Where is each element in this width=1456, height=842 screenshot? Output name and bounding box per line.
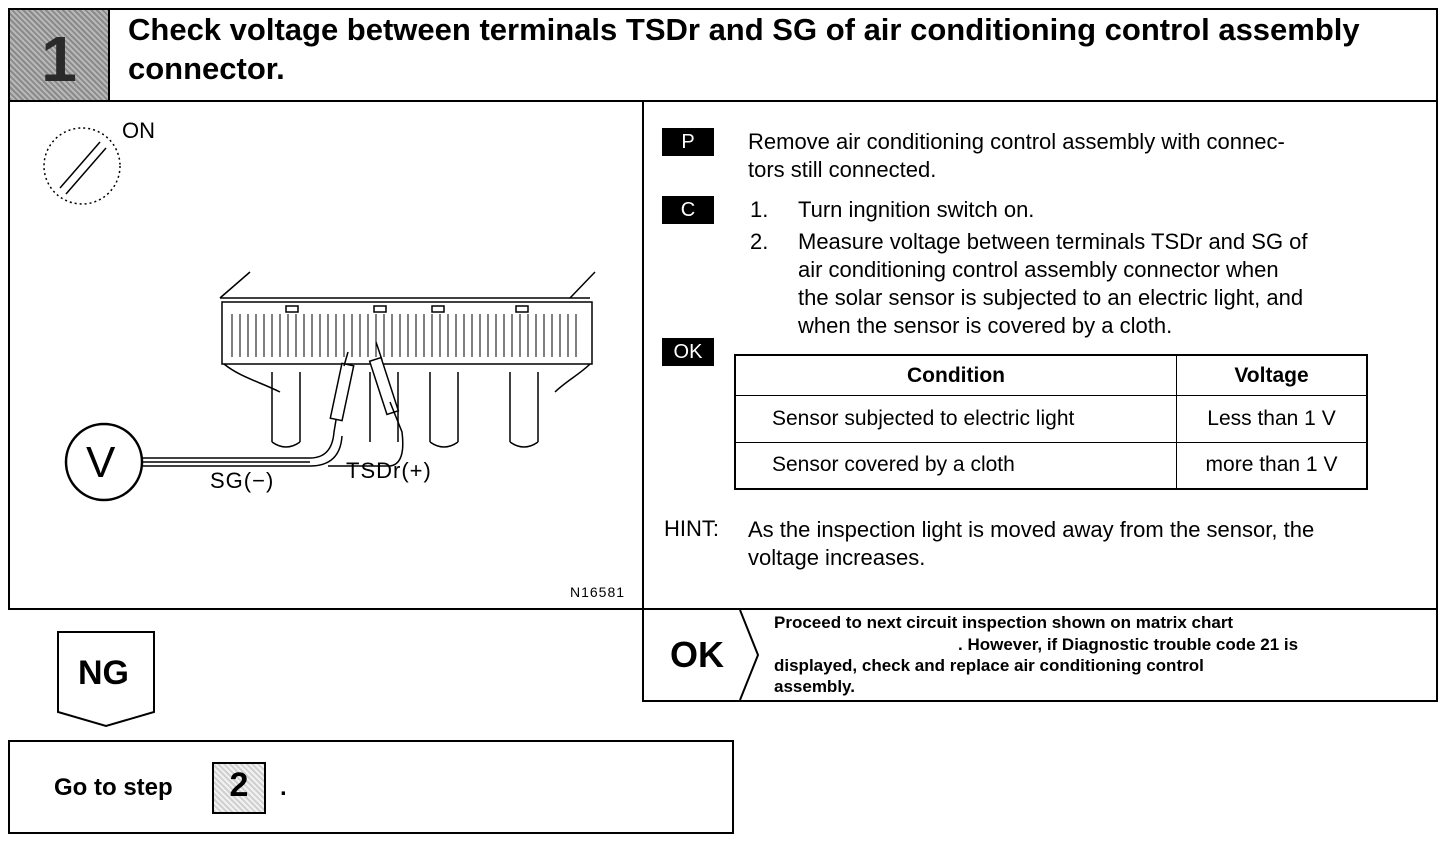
- figure-code: N16581: [570, 584, 626, 600]
- ok-result-line-2: . However, if Diagnostic trouble code 21…: [958, 635, 1299, 654]
- ok-result-box: [642, 608, 1438, 702]
- row-2-voltage: more than 1 V: [1176, 441, 1368, 490]
- step-2-line-3: the solar sensor is subjected to an elec…: [798, 285, 1304, 310]
- goto-step-number[interactable]: 2: [229, 766, 249, 804]
- step-1-number: 1.: [750, 197, 769, 222]
- connector-diagram: [43, 127, 596, 502]
- ng-badge-icon: [57, 631, 155, 728]
- step-title: Check voltage between terminals TSDr and…: [128, 12, 1360, 86]
- probe-negative-label: SG(−): [210, 468, 275, 493]
- ok-arrow-icon: [739, 609, 760, 701]
- step-2-number: 2.: [750, 229, 769, 254]
- row-2-condition: Sensor covered by a cloth: [734, 441, 1177, 490]
- voltmeter-label: V: [86, 438, 116, 487]
- ok-tag: OK: [662, 338, 714, 366]
- ok-result-line-4: assembly.: [774, 677, 855, 696]
- row-1-condition: Sensor subjected to electric light: [734, 395, 1177, 443]
- step-header: 1: [8, 8, 1438, 102]
- ok-result-label: OK: [670, 634, 724, 675]
- table-header-row: Condition Voltage: [734, 354, 1368, 397]
- voltmeter-icon: [64, 422, 144, 502]
- header-condition: Condition: [734, 354, 1177, 397]
- step-2-line-4: when the sensor is covered by a cloth.: [798, 313, 1173, 338]
- table-row: Sensor covered by a cloth more than 1 V: [734, 441, 1368, 490]
- probe-positive-label: TSDr(+): [346, 458, 432, 483]
- procedure-panel: [644, 102, 1438, 610]
- voltmeter-probes: [329, 341, 400, 422]
- row-1-voltage: Less than 1 V: [1176, 395, 1368, 443]
- goto-step-box: [8, 740, 734, 834]
- ok-result-line-3: displayed, check and replace air conditi…: [774, 656, 1204, 675]
- table-row: Sensor subjected to electric light Less …: [734, 395, 1368, 443]
- ok-result-line-1: Proceed to next circuit inspection shown…: [774, 613, 1234, 632]
- wiring-illustration: ON V SG(−) TSDr(+) N16581: [8, 102, 644, 610]
- step-2-line-2: air conditioning control assembly connec…: [798, 257, 1279, 282]
- prep-line-2: tors still connected.: [748, 157, 937, 182]
- hint-line-2: voltage increases.: [748, 545, 926, 570]
- hint-line-1: As the inspection light is moved away fr…: [748, 517, 1315, 542]
- step-number-badge: 1: [10, 10, 110, 100]
- condition-table: Condition Voltage Sensor subjected to el…: [734, 354, 1368, 490]
- goto-step-suffix: .: [280, 774, 287, 801]
- step-2-line-1: Measure voltage between terminals TSDr a…: [798, 229, 1308, 254]
- goto-step-number-box[interactable]: [212, 762, 266, 814]
- check-tag: C: [662, 196, 714, 224]
- connector-housing: [219, 271, 596, 448]
- step-number: 1: [41, 23, 77, 95]
- hint-label: HINT:: [664, 516, 719, 541]
- meter-leads: [138, 401, 404, 467]
- header-voltage: Voltage: [1176, 354, 1368, 397]
- ignition-switch-icon: [43, 127, 121, 205]
- goto-step-text: Go to step: [54, 774, 173, 801]
- ignition-on-label: ON: [122, 118, 155, 143]
- prep-tag: P: [662, 128, 714, 156]
- prep-line-1: Remove air conditioning control assembly…: [748, 129, 1285, 154]
- ng-result-label: NG: [78, 654, 129, 692]
- step-1-line-1: Turn ingnition switch on.: [798, 197, 1035, 222]
